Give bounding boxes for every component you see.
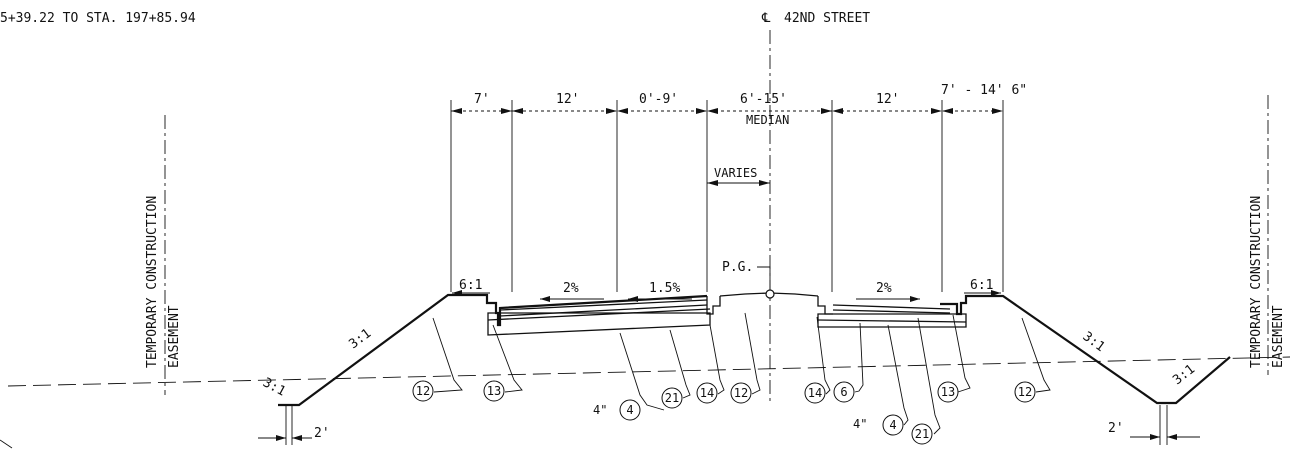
right-pavement-section [817,304,967,328]
svg-text:12: 12 [416,384,430,398]
svg-text:21: 21 [665,391,679,405]
right-median-curb [817,296,833,315]
existing-ground-line [7,356,1290,387]
arrowhead [1167,434,1177,440]
svg-text:12: 12 [734,386,748,400]
dim-median-sub: MEDIAN [746,113,789,127]
left-easement-label-2: EASEMENT [167,305,182,368]
slope-left-lane1: 2% [563,281,579,296]
svg-text:4": 4" [593,403,607,417]
dim-aux-left: 0'-9' [639,92,678,107]
right-ditch-width: 2' [1108,421,1124,436]
dim-shoulder-left: 7' [474,92,490,107]
dimension-arrows [451,108,1003,114]
profile-grade-point [765,289,775,299]
slope-right-lane: 2% [876,281,892,296]
varies-arrow-right [759,180,770,186]
dim-lane-left: 12' [556,92,579,107]
arrowhead [540,296,550,302]
station-range-title: 5+39.22 TO STA. 197+85.94 [0,11,196,26]
right-ditch-dim [1130,405,1200,445]
dim-median: 6'-15' [740,92,787,107]
svg-text:12: 12 [1018,385,1032,399]
arrowhead [276,435,286,441]
varies-arrow-left [707,180,718,186]
callout-4-left: 4" 4 [593,399,641,421]
left-finished-grade [278,293,708,407]
right-easement-label-2: EASEMENT [1271,305,1286,368]
slope-right-backslope: 3:1 [1170,362,1198,388]
left-median-curb [706,296,721,315]
callout-4-right: 4" 4 [853,414,904,436]
centerline-symbol: ℄ [761,11,771,26]
callout-13-right: 13 [937,381,959,403]
slope-left-lane2: 1.5% [649,281,680,296]
left-ditch-dim [258,405,312,445]
centerline-street-label: 42ND STREET [784,11,870,26]
profile-grade-label: P.G. [722,260,753,275]
slope-left-backslope: 3:1 [260,375,288,399]
svg-text:13: 13 [487,384,501,398]
right-easement-label-1: TEMPORARY CONSTRUCTION [1249,196,1264,368]
dim-shoulder-right: 7' - 14' 6" [941,83,1027,98]
varies-label: VARIES [714,166,757,180]
arrowhead [628,296,638,302]
left-ditch-width: 2' [314,426,330,441]
callout-6-right: 6 [833,381,855,403]
callout-21-left: 21 [661,387,683,409]
left-easement-label-1: TEMPORARY CONSTRUCTION [145,196,160,368]
pg-leader [757,266,771,290]
arrowhead [991,290,1001,296]
callout-14-right: 14 [804,382,826,404]
callout-21-right: 21 [911,423,933,445]
callout-12-left: 12 [412,380,434,402]
callout-12-right: 12 [1014,381,1036,403]
svg-text:14: 14 [700,386,714,400]
svg-text:4": 4" [853,417,867,431]
svg-text:21: 21 [915,427,929,441]
corner-mark [0,439,13,449]
arrowhead [910,296,920,302]
svg-text:14: 14 [808,386,822,400]
callout-leaders [432,312,1051,435]
callout-12-median: 12 [730,382,752,404]
extension-lines [450,100,1004,292]
left-pavement-section [487,299,711,336]
svg-text:4: 4 [889,418,896,432]
arrowhead [452,290,462,296]
svg-text:13: 13 [941,385,955,399]
slope-left-shoulder: 6:1 [459,278,482,293]
arrowhead [1150,434,1160,440]
slope-left-foreslope: 3:1 [346,326,374,352]
svg-text:4: 4 [626,403,633,417]
callout-14-left: 14 [696,382,718,404]
dim-lane-right: 12' [876,92,899,107]
slope-right-shoulder: 6:1 [970,278,993,293]
svg-text:6: 6 [840,385,847,399]
arrowhead [292,435,302,441]
callout-13-left: 13 [483,380,505,402]
right-finished-grade [940,294,1231,405]
